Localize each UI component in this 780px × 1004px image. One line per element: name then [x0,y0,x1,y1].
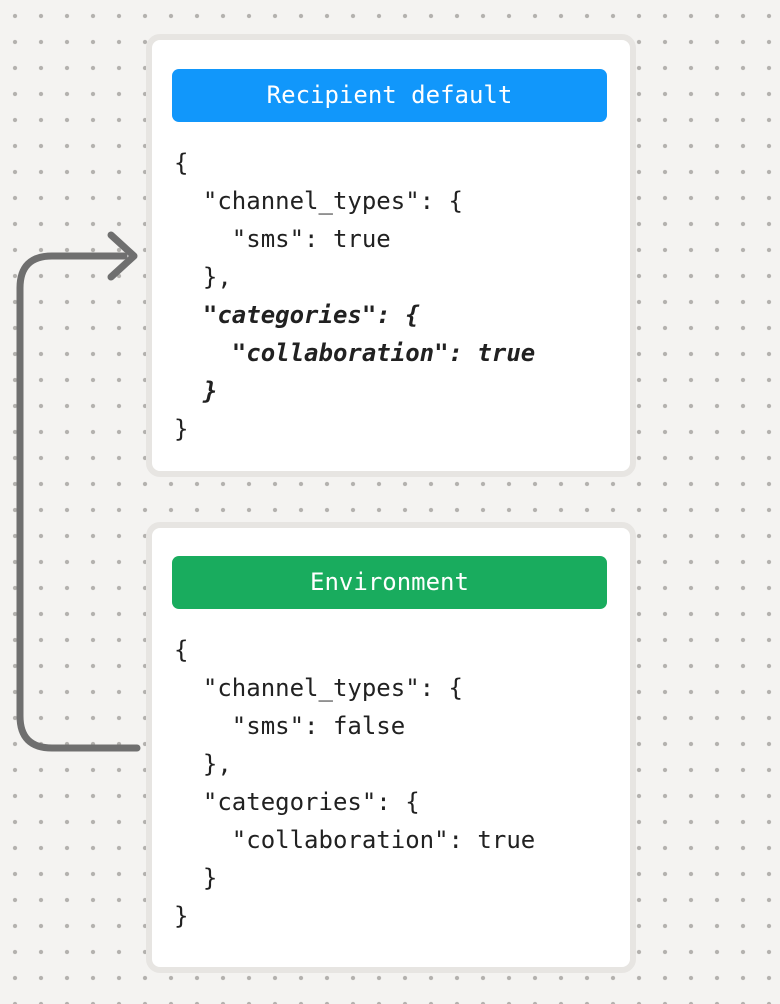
code-line: { [174,149,189,177]
code-block-recipient-default: { "channel_types": { "sms": true }, "cat… [174,144,630,448]
code-line-emphasized: "collaboration": true [174,339,536,367]
code-line: "categories": { [174,788,420,816]
code-line: }, [174,750,232,778]
code-line: } [174,864,218,892]
card-recipient-default: Recipient default { "channel_types": { "… [146,34,636,477]
code-line: }, [174,263,232,291]
connector-arrowhead-icon [107,231,138,281]
code-line: "collaboration": true [174,826,536,854]
code-line: "sms": false [174,712,406,740]
code-line: { [174,636,189,664]
card-title-recipient-default: Recipient default [172,69,607,122]
code-line-emphasized: "categories": { [174,301,420,329]
card-environment: Environment { "channel_types": { "sms": … [146,522,636,973]
code-block-environment: { "channel_types": { "sms": false }, "ca… [174,631,630,935]
code-line: } [174,415,189,443]
card-title-environment: Environment [172,556,607,609]
code-line: } [174,902,189,930]
code-line: "sms": true [174,225,391,253]
code-line: "channel_types": { [174,187,463,215]
code-line: "channel_types": { [174,674,463,702]
code-line-emphasized: } [174,377,218,405]
connector-arrow-line [16,252,141,752]
